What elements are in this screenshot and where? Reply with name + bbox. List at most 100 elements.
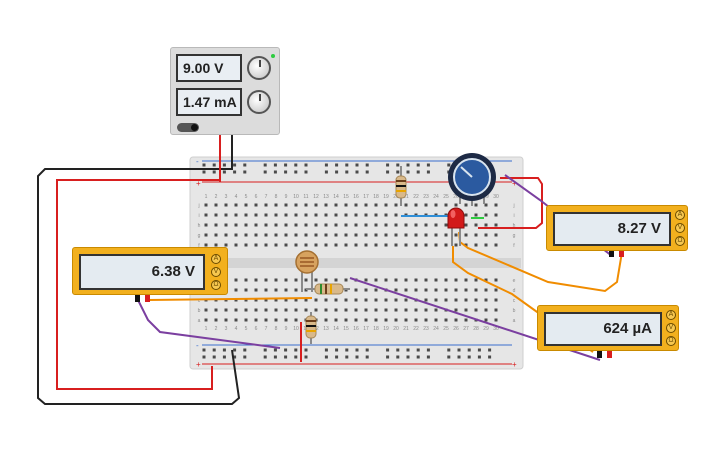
breadboard-hole[interactable] bbox=[222, 348, 226, 352]
breadboard-hole[interactable] bbox=[222, 163, 226, 167]
breadboard-hole[interactable] bbox=[344, 243, 348, 247]
breadboard-hole[interactable] bbox=[244, 213, 248, 217]
breadboard-hole[interactable] bbox=[447, 348, 451, 352]
breadboard-hole[interactable] bbox=[374, 288, 378, 292]
breadboard-hole[interactable] bbox=[263, 348, 267, 352]
breadboard-hole[interactable] bbox=[474, 288, 478, 292]
breadboard-hole[interactable] bbox=[434, 278, 438, 282]
breadboard-hole[interactable] bbox=[304, 223, 308, 227]
breadboard-hole[interactable] bbox=[457, 348, 461, 352]
breadboard-hole[interactable] bbox=[264, 243, 268, 247]
breadboard-hole[interactable] bbox=[345, 170, 349, 174]
breadboard-hole[interactable] bbox=[264, 298, 268, 302]
breadboard-hole[interactable] bbox=[474, 213, 478, 217]
breadboard-hole[interactable] bbox=[284, 163, 288, 167]
breadboard-hole[interactable] bbox=[394, 298, 398, 302]
multimeter-right-bottom[interactable]: 624 µA A V Ω bbox=[537, 305, 679, 351]
breadboard-hole[interactable] bbox=[324, 243, 328, 247]
breadboard-hole[interactable] bbox=[364, 308, 368, 312]
breadboard-hole[interactable] bbox=[294, 223, 298, 227]
breadboard-hole[interactable] bbox=[396, 163, 400, 167]
breadboard-hole[interactable] bbox=[334, 318, 338, 322]
breadboard-hole[interactable] bbox=[234, 288, 238, 292]
breadboard-hole[interactable] bbox=[394, 278, 398, 282]
breadboard-hole[interactable] bbox=[484, 298, 488, 302]
breadboard-hole[interactable] bbox=[424, 278, 428, 282]
breadboard-hole[interactable] bbox=[244, 278, 248, 282]
breadboard-hole[interactable] bbox=[488, 355, 492, 359]
breadboard-hole[interactable] bbox=[396, 355, 400, 359]
breadboard-hole[interactable] bbox=[202, 355, 206, 359]
meter-button-volts[interactable]: V bbox=[211, 267, 221, 277]
breadboard-hole[interactable] bbox=[324, 223, 328, 227]
breadboard-hole[interactable] bbox=[384, 213, 388, 217]
breadboard-hole[interactable] bbox=[426, 163, 430, 167]
breadboard-hole[interactable] bbox=[354, 288, 358, 292]
breadboard-hole[interactable] bbox=[284, 318, 288, 322]
breadboard-hole[interactable] bbox=[386, 163, 390, 167]
breadboard-hole[interactable] bbox=[284, 203, 288, 207]
breadboard-hole[interactable] bbox=[386, 170, 390, 174]
breadboard-hole[interactable] bbox=[384, 318, 388, 322]
breadboard-hole[interactable] bbox=[294, 233, 298, 237]
breadboard-hole[interactable] bbox=[324, 308, 328, 312]
breadboard-hole[interactable] bbox=[454, 233, 458, 237]
breadboard-hole[interactable] bbox=[273, 163, 277, 167]
meter-button-volts[interactable]: V bbox=[675, 223, 685, 233]
breadboard-hole[interactable] bbox=[214, 233, 218, 237]
breadboard-hole[interactable] bbox=[394, 213, 398, 217]
breadboard-hole[interactable] bbox=[494, 233, 498, 237]
breadboard-hole[interactable] bbox=[204, 213, 208, 217]
breadboard-hole[interactable] bbox=[214, 213, 218, 217]
breadboard-hole[interactable] bbox=[374, 213, 378, 217]
breadboard-hole[interactable] bbox=[304, 243, 308, 247]
breadboard-hole[interactable] bbox=[284, 233, 288, 237]
breadboard-hole[interactable] bbox=[494, 318, 498, 322]
breadboard-hole[interactable] bbox=[324, 298, 328, 302]
breadboard-hole[interactable] bbox=[416, 170, 420, 174]
breadboard-hole[interactable] bbox=[364, 243, 368, 247]
breadboard-hole[interactable] bbox=[224, 308, 228, 312]
breadboard-hole[interactable] bbox=[404, 298, 408, 302]
breadboard-hole[interactable] bbox=[264, 278, 268, 282]
breadboard-hole[interactable] bbox=[284, 213, 288, 217]
breadboard-hole[interactable] bbox=[234, 223, 238, 227]
breadboard-hole[interactable] bbox=[244, 288, 248, 292]
breadboard-hole[interactable] bbox=[334, 223, 338, 227]
breadboard-hole[interactable] bbox=[304, 278, 308, 282]
breadboard-hole[interactable] bbox=[334, 233, 338, 237]
breadboard-hole[interactable] bbox=[374, 298, 378, 302]
breadboard-hole[interactable] bbox=[474, 298, 478, 302]
breadboard-hole[interactable] bbox=[434, 288, 438, 292]
breadboard-hole[interactable] bbox=[484, 318, 488, 322]
breadboard-hole[interactable] bbox=[234, 243, 238, 247]
breadboard-hole[interactable] bbox=[284, 308, 288, 312]
breadboard-hole[interactable] bbox=[394, 203, 398, 207]
breadboard-hole[interactable] bbox=[484, 278, 488, 282]
breadboard-hole[interactable] bbox=[284, 288, 288, 292]
breadboard-hole[interactable] bbox=[484, 233, 488, 237]
breadboard-hole[interactable] bbox=[374, 308, 378, 312]
breadboard-hole[interactable] bbox=[354, 318, 358, 322]
breadboard-hole[interactable] bbox=[394, 243, 398, 247]
breadboard-hole[interactable] bbox=[424, 243, 428, 247]
breadboard-hole[interactable] bbox=[344, 308, 348, 312]
breadboard-hole[interactable] bbox=[212, 170, 216, 174]
breadboard-hole[interactable] bbox=[244, 223, 248, 227]
breadboard-hole[interactable] bbox=[444, 203, 448, 207]
breadboard-hole[interactable] bbox=[304, 163, 308, 167]
breadboard-hole[interactable] bbox=[404, 223, 408, 227]
breadboard-hole[interactable] bbox=[284, 223, 288, 227]
breadboard-hole[interactable] bbox=[464, 318, 468, 322]
breadboard-hole[interactable] bbox=[263, 170, 267, 174]
power-switch-icon[interactable] bbox=[177, 123, 199, 132]
breadboard-hole[interactable] bbox=[426, 348, 430, 352]
breadboard-hole[interactable] bbox=[334, 203, 338, 207]
breadboard-hole[interactable] bbox=[244, 318, 248, 322]
breadboard-hole[interactable] bbox=[224, 203, 228, 207]
breadboard-hole[interactable] bbox=[314, 243, 318, 247]
breadboard-hole[interactable] bbox=[464, 243, 468, 247]
breadboard-hole[interactable] bbox=[384, 298, 388, 302]
breadboard-hole[interactable] bbox=[314, 308, 318, 312]
breadboard-hole[interactable] bbox=[406, 170, 410, 174]
